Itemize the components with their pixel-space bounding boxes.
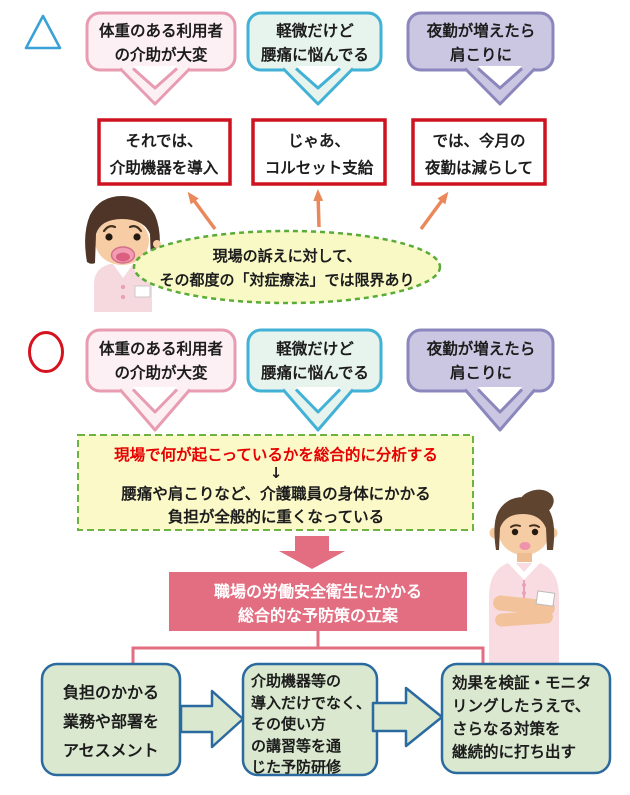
bubble-text: 軽微だけど: [276, 21, 354, 40]
step-text: 介助機器等の: [250, 672, 341, 690]
step-text: じた予防研修: [251, 758, 342, 776]
plan-text: 職場の労働安全衛生にかかる: [214, 582, 422, 601]
down-arrow-glyph: ↓: [270, 464, 283, 482]
limitation-text: その都度の「対症療法」では限界あり: [159, 271, 414, 289]
analysis-text: 腰痛や肩こりなど、介護職員の身体にかかる: [120, 484, 430, 503]
complaint-bubble-night-shift: 夜勤が増えたら 肩こりに: [406, 11, 555, 106]
step-text: 負担のかかる: [63, 683, 159, 702]
complaint-bubble-heavy-users-2: 体重のある利用者 の介助が大変: [85, 328, 237, 432]
plan-box: 職場の労働安全衛生にかかる 総合的な予防策の立案: [169, 572, 467, 631]
crossed-arm: [495, 610, 553, 627]
limitation-ellipse: 現場の訴えに対して、 その都度の「対症療法」では限界あり: [132, 229, 442, 305]
bubble-text: 腰痛に悩んでる: [260, 45, 369, 64]
bob-hair: [85, 196, 160, 264]
step-text: 導入だけでなく、: [251, 694, 371, 712]
bubble-text: 肩こりに: [450, 45, 512, 64]
bubble-tail: [120, 67, 190, 104]
step-arrow: [179, 689, 245, 749]
bubble-tail: [283, 67, 353, 104]
response-text: コルセット支給: [265, 158, 374, 177]
reactive-response-box-1: それでは、 介助機器を導入: [97, 118, 232, 186]
step-text: その使い方: [251, 715, 326, 733]
bubble-text: の介助が大変: [114, 45, 208, 64]
step-text: アセスメント: [63, 741, 159, 760]
response-text: じゃあ、: [288, 132, 350, 150]
limitation-text: 現場の訴えに対して、: [213, 247, 362, 265]
bubble-text: 体重のある利用者: [99, 21, 223, 40]
response-text: では、今月の: [432, 131, 525, 150]
step-box-assessment: 負担のかかる 業務や部署を アセスメント: [40, 662, 182, 777]
response-text: それでは、: [125, 132, 202, 150]
analysis-box: 現場で何が起こっているかを総合的に分析する ↓ 腰痛や肩こりなど、介護職員の身体…: [77, 434, 474, 531]
up-arrows: [187, 189, 449, 231]
up-arrow: [313, 189, 324, 228]
analysis-highlight-text: 現場で何が起こっているかを総合的に分析する: [114, 445, 438, 464]
bubble-text: 夜勤が増えたら: [426, 339, 536, 358]
reactive-response-box-3: では、今月の 夜勤は減らして: [411, 118, 547, 186]
circle-marker: [28, 331, 64, 373]
step-box-monitoring: 効果を検証・モニタ リングしたうえで、 さらなる対策を 継続的に打ち出す: [440, 662, 612, 775]
response-text: 介助機器を導入: [109, 158, 219, 177]
complaint-bubble-heavy-users: 体重のある利用者 の介助が大変: [85, 11, 237, 106]
complaint-bubble-back-pain-2: 軽微だけど 腰痛に悩んでる: [246, 328, 383, 432]
name-tag: [134, 285, 151, 298]
response-text: 夜勤は減らして: [424, 158, 533, 177]
flow-connector: [131, 631, 485, 664]
name-tag: [535, 590, 556, 607]
up-arrow: [419, 191, 449, 231]
step-text: 効果を検証・モニタ: [452, 673, 592, 692]
bubble-tail: [465, 388, 535, 430]
step-text: の講習等を通: [251, 737, 341, 755]
triangle-marker: [24, 14, 62, 50]
complaint-bubble-night-shift-2: 夜勤が増えたら 肩こりに: [406, 328, 555, 432]
step-text: リングしたうえで、: [452, 696, 590, 715]
plan-text: 総合的な予防策の立案: [238, 606, 399, 625]
bubble-tail: [283, 388, 353, 430]
step-text: さらなる対策を: [452, 719, 561, 738]
step-text: 継続的に打ち出す: [452, 742, 576, 761]
up-arrow: [187, 191, 217, 231]
bubble-text: 体重のある利用者: [99, 339, 223, 358]
complaint-bubble-back-pain: 軽微だけど 腰痛に悩んでる: [246, 11, 383, 106]
step-arrow: [371, 686, 444, 748]
bubble-text: の介助が大変: [114, 363, 208, 382]
bubble-text: 肩こりに: [450, 363, 512, 382]
analysis-text: 負担が全般的に重くなっている: [168, 507, 384, 526]
step-box-training: 介助機器等の 導入だけでなく、 その使い方 の講習等を通 じた予防研修: [241, 662, 379, 777]
bubble-tail: [120, 388, 190, 430]
bubble-text: 腰痛に悩んでる: [260, 363, 369, 382]
bubble-text: 夜勤が増えたら: [426, 21, 536, 40]
down-block-arrow: [279, 536, 345, 569]
reactive-response-box-2: じゃあ、 コルセット支給: [251, 118, 387, 186]
manager-illustration: [489, 489, 559, 668]
bubble-text: 軽微だけど: [276, 339, 354, 358]
bubble-tail: [465, 67, 535, 104]
step-text: 業務や部署を: [62, 712, 159, 731]
